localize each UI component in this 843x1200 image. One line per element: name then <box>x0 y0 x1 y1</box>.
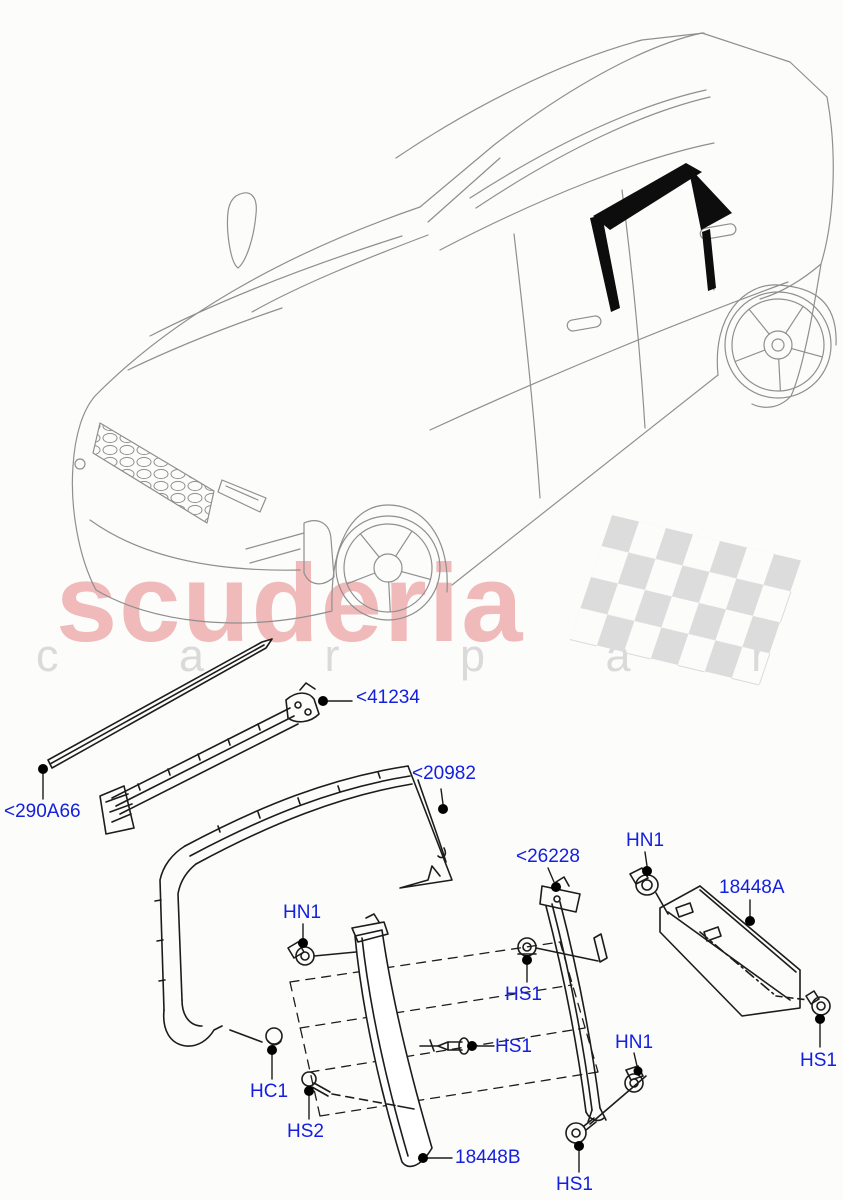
fastener-hs1-pillar <box>419 1037 470 1055</box>
watermark-brand: scuderia <box>56 542 525 665</box>
leader-lines <box>42 700 821 1173</box>
fastener-hn1-bottom <box>589 1065 647 1125</box>
fastener-label-hs1-bottom[interactable]: HS1 <box>556 1174 593 1195</box>
part-label-20982[interactable]: <20982 <box>412 763 476 784</box>
part-label-26228[interactable]: <26228 <box>516 846 580 867</box>
part-label-18448B[interactable]: 18448B <box>455 1147 521 1168</box>
part-18448A-quarter <box>659 885 809 1017</box>
part-label-18448A[interactable]: 18448A <box>719 877 785 898</box>
part-label-290A66[interactable]: <290A66 <box>4 801 81 822</box>
checkered-flag <box>569 515 802 686</box>
fastener-label-hn1-bottom[interactable]: HN1 <box>615 1032 654 1053</box>
fastener-label-hs1-channel[interactable]: HS1 <box>505 984 542 1005</box>
fastener-hn1-top <box>629 867 669 915</box>
fastener-hn1-left <box>287 941 357 966</box>
part-label-41234[interactable]: <41234 <box>356 687 420 708</box>
fastener-hc1 <box>229 1027 283 1046</box>
fastener-hs1-channel <box>517 937 599 962</box>
leader-dots <box>38 696 825 1163</box>
part-20982-frame <box>154 765 453 1047</box>
part-18448B-pillar <box>351 913 433 1168</box>
part-41234-strip <box>99 682 320 835</box>
part-26228-channel <box>539 876 608 1123</box>
fastener-label-hc1[interactable]: HC1 <box>250 1081 289 1102</box>
fastener-label-hs2[interactable]: HS2 <box>287 1121 324 1142</box>
fastener-hs1-right <box>805 990 831 1016</box>
highlighted-window-frame <box>590 163 732 312</box>
fastener-label-hn1-left[interactable]: HN1 <box>283 902 322 923</box>
fastener-label-hn1-top[interactable]: HN1 <box>626 830 665 851</box>
fastener-label-hs1-pillar[interactable]: HS1 <box>495 1036 532 1057</box>
part-290A66-strip <box>47 638 273 769</box>
parts-drawing <box>38 638 831 1173</box>
fastener-label-hs1-right[interactable]: HS1 <box>800 1050 837 1071</box>
vehicle-drawing <box>71 32 837 624</box>
hidden-frame-dashes <box>289 941 599 1117</box>
